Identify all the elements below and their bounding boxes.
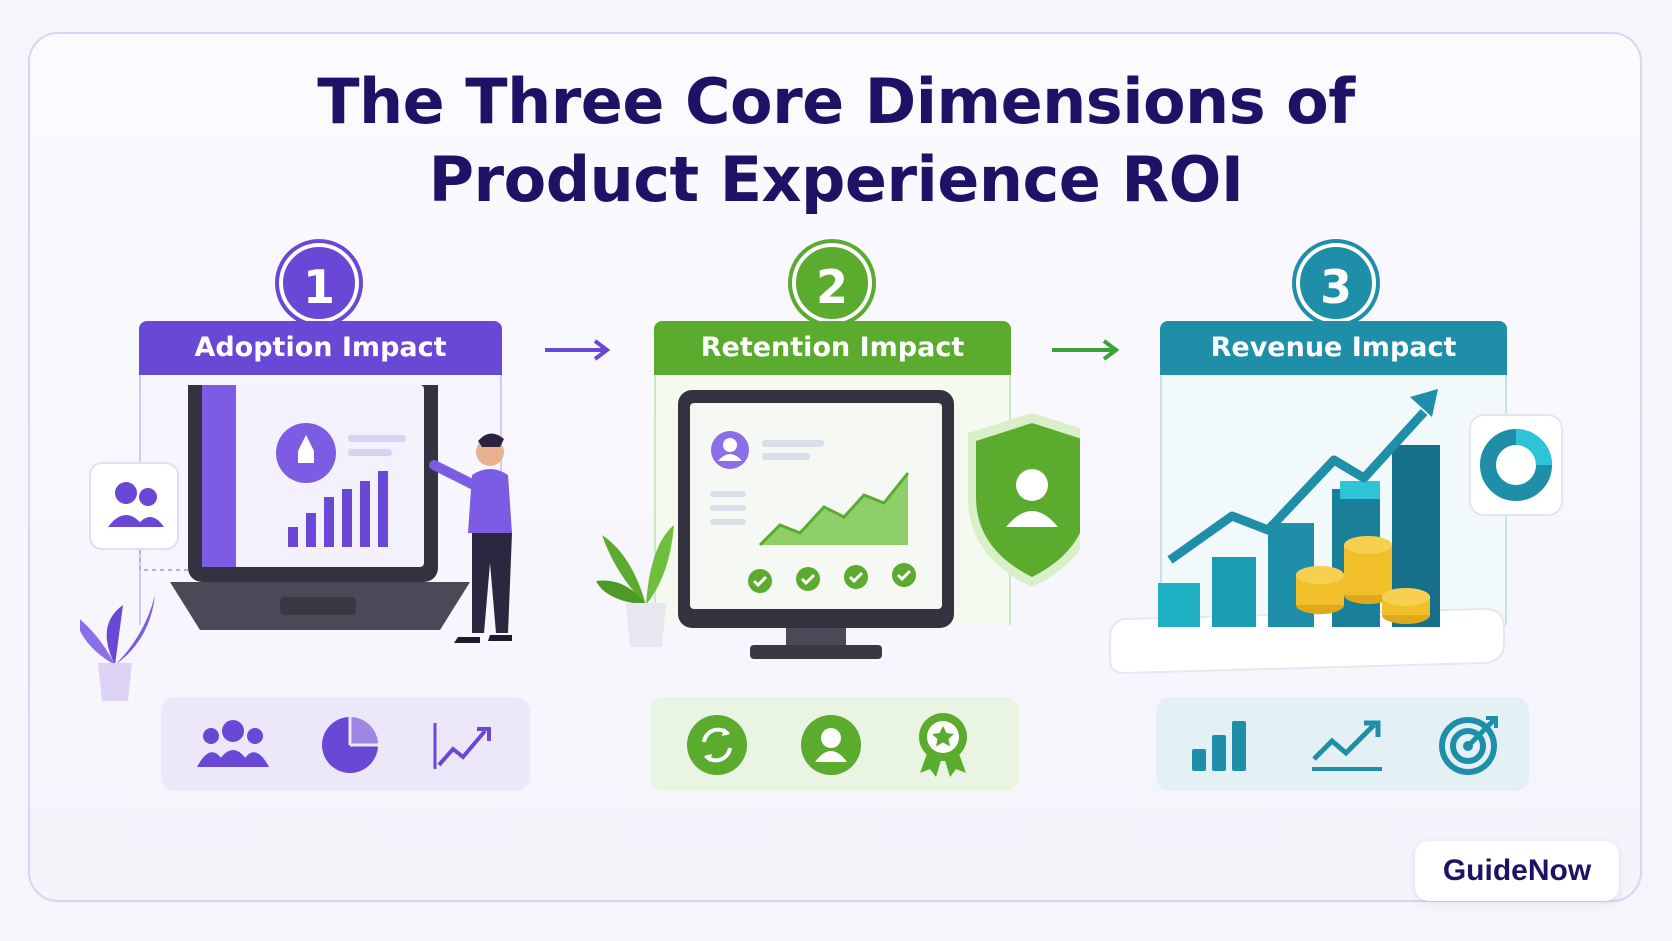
title-line-2: Product Experience ROI bbox=[428, 143, 1244, 216]
title-line-1: The Three Core Dimensions of bbox=[317, 65, 1355, 138]
plant-icon bbox=[80, 595, 155, 701]
laptop-icon bbox=[170, 385, 470, 630]
trend-line-icon bbox=[1312, 720, 1382, 771]
arrow-1-to-2 bbox=[543, 338, 613, 366]
arrow-2-to-3 bbox=[1050, 338, 1122, 366]
shield-icon bbox=[968, 413, 1080, 587]
step-2-badge: 2 bbox=[792, 243, 872, 323]
plant-icon bbox=[596, 525, 674, 647]
brand-name-part2: Now bbox=[1527, 854, 1592, 887]
retention-illustration bbox=[596, 390, 1080, 659]
retention-icon-tray bbox=[650, 697, 1019, 791]
award-badge-icon bbox=[919, 713, 967, 777]
users-icon bbox=[197, 720, 269, 767]
target-icon bbox=[1439, 716, 1498, 775]
person-pointing-icon bbox=[429, 433, 512, 643]
user-circle-icon bbox=[801, 715, 861, 775]
adoption-icon-tray bbox=[161, 697, 530, 791]
guidenow-logo: GuideNow bbox=[1415, 841, 1619, 901]
donut-chart-card-icon bbox=[1469, 414, 1563, 516]
trend-up-icon bbox=[433, 723, 491, 769]
coins-icon bbox=[1296, 536, 1430, 624]
users-card-icon bbox=[89, 462, 200, 571]
pie-chart-icon bbox=[322, 717, 378, 773]
bar-chart-icon bbox=[1192, 721, 1246, 771]
brand-name-part1: Guide bbox=[1442, 854, 1528, 887]
adoption-header: Adoption Impact bbox=[139, 321, 502, 375]
revenue-header: Revenue Impact bbox=[1160, 321, 1507, 375]
revenue-icon-tray bbox=[1156, 697, 1529, 791]
monitor-icon bbox=[678, 390, 954, 659]
retention-header: Retention Impact bbox=[654, 321, 1011, 375]
refresh-icon bbox=[687, 715, 747, 775]
adoption-illustration bbox=[80, 385, 512, 701]
step-3-badge: 3 bbox=[1296, 243, 1376, 323]
step-1-badge: 1 bbox=[279, 243, 359, 323]
revenue-illustration bbox=[1109, 389, 1563, 675]
